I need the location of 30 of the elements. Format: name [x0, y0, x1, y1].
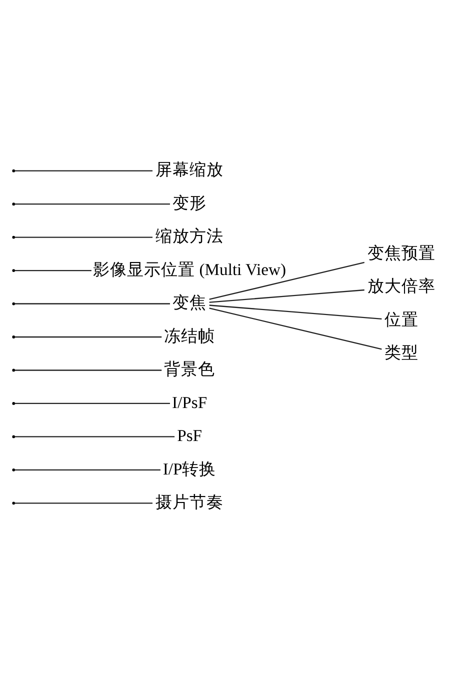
connector — [14, 170, 152, 171]
node-text: 影像显示位置 (Multi View) — [93, 259, 286, 278]
connector — [14, 336, 162, 338]
node-text: 变焦预置 — [367, 242, 436, 262]
connector — [14, 236, 152, 238]
node-text: 缩放方法 — [156, 226, 224, 246]
connector — [209, 261, 364, 300]
connector — [14, 402, 170, 404]
connector — [14, 269, 92, 271]
node-text: 冻结帧 — [164, 326, 216, 345]
node-text: 屏幕缩放 — [156, 160, 224, 179]
node-text: 位置 — [384, 309, 418, 328]
node-text: I/PsF — [172, 392, 208, 412]
connector — [209, 307, 382, 350]
node-text: PsF — [177, 426, 202, 445]
connector — [209, 288, 364, 302]
connector — [14, 369, 162, 370]
connector — [14, 302, 170, 304]
connector — [14, 202, 170, 204]
node-text: 摄片节奏 — [156, 492, 224, 512]
connector — [14, 436, 175, 437]
node-text: 背景色 — [164, 359, 216, 378]
connector — [14, 468, 160, 470]
node-text: 变形 — [172, 192, 207, 212]
connector — [14, 502, 152, 504]
node-text: 变焦 — [172, 292, 207, 312]
node-text: I/P转换 — [162, 458, 216, 478]
node-text: 放大倍率 — [367, 276, 436, 296]
connector — [209, 304, 382, 319]
node-text: 类型 — [384, 342, 418, 362]
